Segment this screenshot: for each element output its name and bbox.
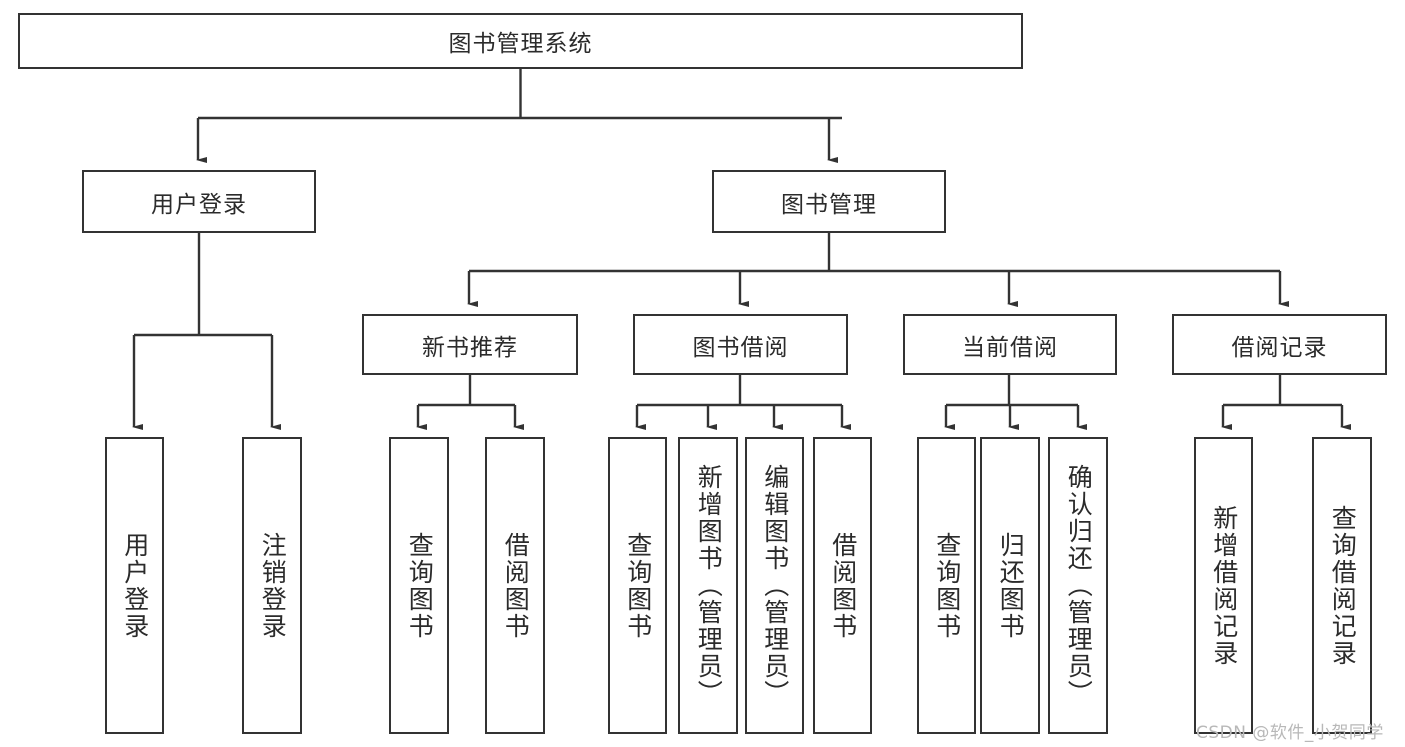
node-leaf-confirm-return-label: 确认归还（管理员） — [1064, 464, 1094, 707]
node-leaf-query-record[interactable]: 查询借阅记录 — [1312, 437, 1372, 734]
node-leaf-add-book[interactable]: 新增图书（管理员） — [678, 437, 738, 734]
node-leaf-borrow-book-1[interactable]: 借阅图书 — [485, 437, 545, 734]
node-book-manage-label: 图书管理 — [781, 191, 877, 218]
node-leaf-user-login-label: 用户登录 — [120, 531, 150, 640]
node-root[interactable]: 图书管理系统 — [18, 13, 1023, 69]
node-leaf-add-record-label: 新增借阅记录 — [1209, 504, 1239, 667]
node-leaf-return-book[interactable]: 归还图书 — [980, 437, 1040, 734]
node-new-book-recommend[interactable]: 新书推荐 — [362, 314, 578, 375]
node-leaf-user-login[interactable]: 用户登录 — [105, 437, 164, 734]
node-leaf-borrow-book-2-label: 借阅图书 — [828, 531, 858, 640]
node-leaf-query-book-2[interactable]: 查询图书 — [608, 437, 667, 734]
node-new-book-recommend-label: 新书推荐 — [422, 334, 518, 361]
node-root-label: 图书管理系统 — [448, 31, 593, 57]
node-user-login-label: 用户登录 — [151, 191, 247, 218]
node-leaf-borrow-book-1-label: 借阅图书 — [501, 531, 531, 640]
node-leaf-edit-book[interactable]: 编辑图书（管理员） — [745, 437, 804, 734]
node-borrow-record-label: 借阅记录 — [1231, 334, 1328, 361]
node-leaf-edit-book-label: 编辑图书（管理员） — [760, 464, 790, 707]
node-book-manage[interactable]: 图书管理 — [712, 170, 946, 233]
node-leaf-query-book-1-label: 查询图书 — [405, 531, 435, 640]
node-leaf-query-book-2-label: 查询图书 — [623, 531, 653, 640]
node-leaf-query-record-label: 查询借阅记录 — [1328, 504, 1358, 667]
node-leaf-query-book-3[interactable]: 查询图书 — [917, 437, 976, 734]
node-leaf-logout-label: 注销登录 — [258, 531, 288, 640]
node-leaf-add-record[interactable]: 新增借阅记录 — [1194, 437, 1253, 734]
node-book-borrow-label: 图书借阅 — [692, 334, 789, 361]
node-leaf-confirm-return[interactable]: 确认归还（管理员） — [1048, 437, 1108, 734]
node-leaf-query-book-3-label: 查询图书 — [932, 531, 962, 640]
node-leaf-logout[interactable]: 注销登录 — [242, 437, 302, 734]
node-leaf-return-book-label: 归还图书 — [996, 531, 1026, 640]
node-leaf-query-book-1[interactable]: 查询图书 — [389, 437, 449, 734]
csdn-watermark: CSDN @软件_小贺同学 — [1196, 723, 1384, 743]
node-borrow-record[interactable]: 借阅记录 — [1172, 314, 1387, 375]
node-book-borrow[interactable]: 图书借阅 — [633, 314, 848, 375]
node-current-borrow-label: 当前借阅 — [962, 334, 1058, 361]
node-current-borrow[interactable]: 当前借阅 — [903, 314, 1117, 375]
node-leaf-add-book-label: 新增图书（管理员） — [694, 464, 724, 707]
node-user-login[interactable]: 用户登录 — [82, 170, 316, 233]
node-leaf-borrow-book-2[interactable]: 借阅图书 — [813, 437, 872, 734]
